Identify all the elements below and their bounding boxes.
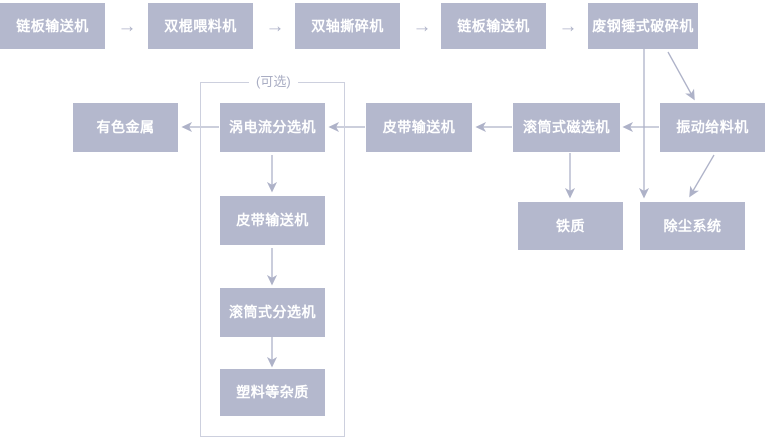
arrow-top-2: → bbox=[265, 15, 285, 37]
node-chain-conveyor-1[interactable]: 链板输送机 bbox=[0, 3, 105, 49]
optional-group-legend: (可选) bbox=[249, 74, 298, 90]
node-eddy-current-separator[interactable]: 涡电流分选机 bbox=[220, 103, 325, 152]
node-drum-sorter[interactable]: 滚筒式分选机 bbox=[220, 288, 325, 337]
node-non-ferrous-metal[interactable]: 有色金属 bbox=[73, 103, 178, 152]
arrow-top-4: → bbox=[558, 15, 578, 37]
arrow-top-3: → bbox=[412, 15, 432, 37]
node-vibrating-feeder[interactable]: 振动给料机 bbox=[660, 103, 765, 152]
node-double-roller-feeder[interactable]: 双棍喂料机 bbox=[148, 3, 253, 49]
node-ferrous-material[interactable]: 铁质 bbox=[518, 202, 623, 250]
node-double-shaft-shredder[interactable]: 双轴撕碎机 bbox=[295, 3, 400, 49]
node-plastic-impurities[interactable]: 塑料等杂质 bbox=[220, 369, 325, 416]
node-dust-removal-system[interactable]: 除尘系统 bbox=[640, 202, 745, 250]
node-belt-conveyor-optional[interactable]: 皮带输送机 bbox=[220, 196, 325, 245]
arrow-top-1: → bbox=[117, 15, 137, 37]
node-scrap-hammer-crusher[interactable]: 废钢锤式破碎机 bbox=[588, 3, 698, 49]
node-belt-conveyor-right[interactable]: 皮带输送机 bbox=[366, 103, 472, 152]
node-chain-conveyor-2[interactable]: 链板输送机 bbox=[441, 3, 546, 49]
node-drum-magnetic-separator[interactable]: 滚筒式磁选机 bbox=[513, 103, 620, 152]
line-feeder-to-dust bbox=[689, 154, 715, 198]
line-crusher-to-vibrating-feeder bbox=[667, 51, 695, 101]
